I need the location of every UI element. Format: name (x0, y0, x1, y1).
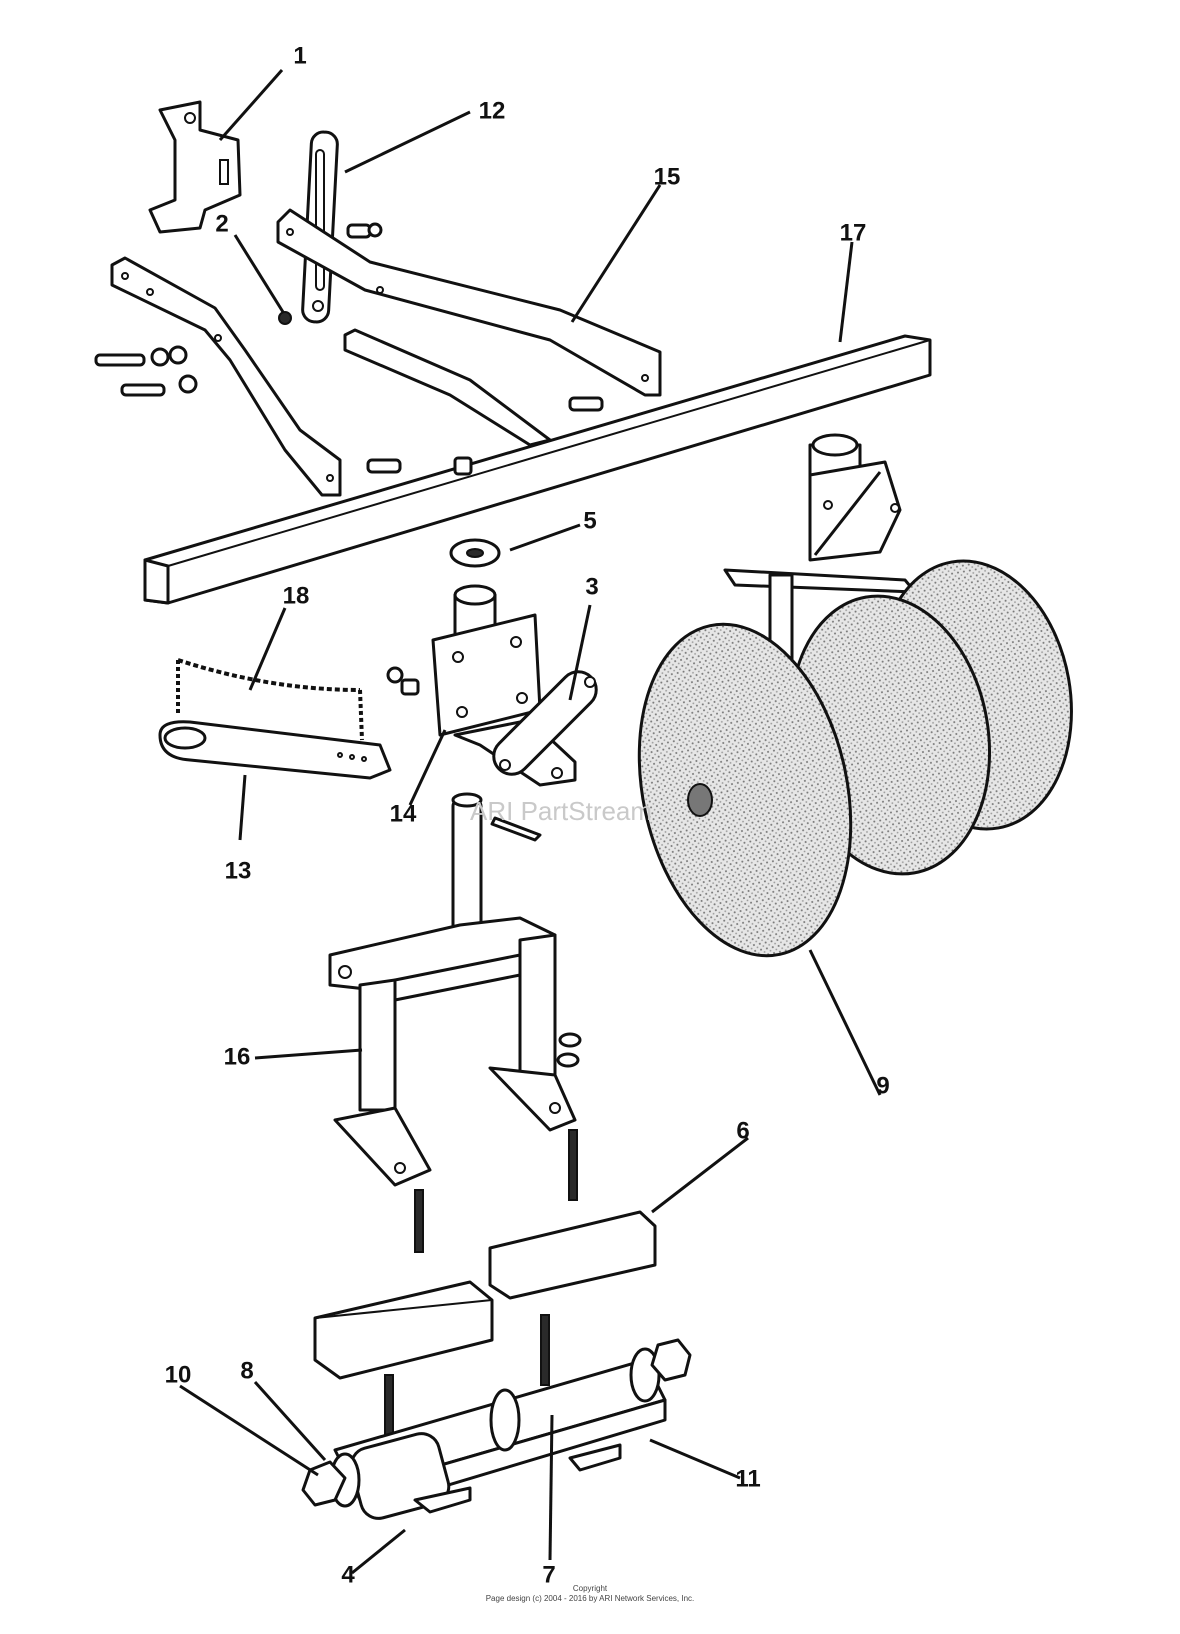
part-6-clamp-blocks (313, 1210, 657, 1380)
part-16-frame (328, 792, 577, 1187)
callout-7: 7 (542, 1561, 555, 1588)
callout-9: 9 (876, 1072, 889, 1099)
callout-14: 14 (390, 800, 417, 827)
callout-18: 18 (283, 582, 310, 609)
callout-17: 17 (840, 219, 867, 246)
footer-page-design: Page design (c) 2004 - 2016 by ARI Netwo… (485, 1594, 695, 1603)
part-13-drawbar (158, 720, 392, 780)
callout-labels: 1 2 3 4 5 6 7 8 9 10 11 12 13 14 15 16 1… (165, 42, 890, 1588)
hardware-washers-16 (556, 1032, 582, 1068)
watermark-text: ARI PartStream (470, 796, 652, 826)
hardware-bolts-left (94, 345, 198, 397)
hardware-bolt-center (366, 396, 604, 476)
footer-copyright: Copyright (572, 1584, 608, 1593)
callout-6: 6 (736, 1117, 749, 1144)
callout-11: 11 (735, 1465, 760, 1492)
callout-13: 13 (225, 857, 252, 884)
part-18-chain (176, 658, 420, 741)
callout-16: 16 (224, 1043, 251, 1070)
part-2-nut (278, 311, 292, 325)
part-11-axle-assembly (333, 1347, 667, 1520)
cotter-pin (490, 816, 542, 842)
leader-lines (179, 69, 882, 1575)
callout-10: 10 (165, 1361, 192, 1388)
callout-1: 1 (293, 42, 306, 69)
callout-8: 8 (240, 1357, 253, 1384)
part-center-bar (343, 328, 552, 447)
part-9-disc-gang (637, 433, 1073, 958)
part-5-washer (449, 538, 501, 568)
part-1-bracket (148, 100, 242, 234)
part-left-bent-bar (110, 256, 342, 497)
part-17-crossbar (143, 334, 932, 605)
part-15-bent-bar (276, 208, 662, 397)
callout-12: 12 (479, 97, 506, 124)
part-14-mount-bracket (431, 584, 577, 787)
hardware-studs (384, 1129, 578, 1446)
callout-2: 2 (215, 210, 228, 237)
hardware-nut-right (650, 1338, 692, 1382)
callout-4: 4 (341, 1561, 355, 1588)
callout-15: 15 (654, 163, 681, 190)
callout-3: 3 (585, 573, 598, 600)
hardware-bolt-12 (346, 222, 383, 239)
callout-5: 5 (583, 507, 596, 534)
